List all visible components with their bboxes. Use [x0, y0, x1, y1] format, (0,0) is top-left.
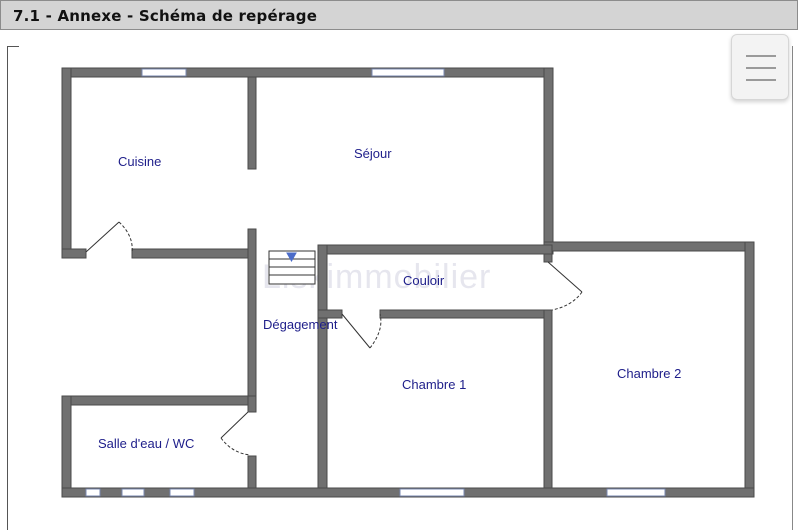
frame-border-right	[792, 46, 793, 530]
window-chambre1	[399, 488, 465, 497]
wall-couloir-top	[317, 244, 553, 255]
window-salle-1	[85, 488, 101, 497]
wall-stub	[543, 253, 553, 263]
hamburger-menu-button[interactable]	[731, 34, 789, 100]
frame-border-top	[7, 46, 19, 47]
wall-couloir-left	[317, 244, 328, 498]
wall-degagement-left	[247, 228, 257, 413]
wall-cuisine-bottom-right	[131, 248, 253, 259]
door-cuisine-leaf	[85, 221, 120, 253]
section-title: 7.1 - Annexe - Schéma de repérage	[13, 7, 318, 25]
stairs-arrow-icon	[286, 252, 297, 263]
stairs	[268, 250, 316, 285]
wall-cuisine-bottom-left	[61, 248, 87, 259]
window-sejour	[371, 68, 445, 77]
wall-chambre1-chambre2	[543, 309, 553, 498]
section-header: 7.1 - Annexe - Schéma de repérage	[0, 0, 798, 30]
windows	[85, 68, 666, 497]
room-label-chambre1: Chambre 1	[402, 377, 466, 392]
wall-left-upper	[61, 67, 72, 259]
hamburger-bar-middle	[746, 67, 776, 69]
window-chambre2	[606, 488, 666, 497]
wall-salle-right-upper	[247, 395, 257, 413]
door-couloir-swing	[369, 313, 382, 349]
hamburger-bar-bottom	[746, 79, 776, 81]
door-chambre2-leaf	[547, 261, 583, 293]
room-label-sejour: Séjour	[354, 146, 392, 161]
door-cuisine-swing	[118, 221, 133, 254]
door-salle-swing	[220, 437, 251, 456]
room-label-couloir: Couloir	[403, 273, 445, 288]
window-cuisine	[141, 68, 187, 77]
wall-chambre1-top	[379, 309, 553, 319]
frame-border-left	[7, 46, 8, 530]
window-salle-2	[121, 488, 145, 497]
wall-cuisine-sejour	[247, 76, 257, 170]
room-label-cuisine: Cuisine	[118, 154, 161, 169]
room-label-salle-eau: Salle d'eau / WC	[98, 436, 194, 451]
room-label-degagement: Dégagement	[263, 317, 338, 332]
door-couloir-leaf	[341, 313, 371, 349]
room-label-chambre2: Chambre 2	[617, 366, 681, 381]
doors	[85, 221, 583, 456]
wall-chambre2-top	[543, 241, 755, 252]
wall-sejour-right	[543, 67, 554, 255]
wall-right-outer	[744, 241, 755, 498]
wall-salle-left	[61, 395, 72, 498]
wall-salle-top	[61, 395, 257, 406]
door-salle-leaf	[220, 411, 249, 439]
hamburger-menu-icon	[746, 55, 776, 57]
door-chambre2-swing	[551, 291, 583, 311]
wall-top	[61, 67, 553, 78]
window-salle-3	[169, 488, 195, 497]
